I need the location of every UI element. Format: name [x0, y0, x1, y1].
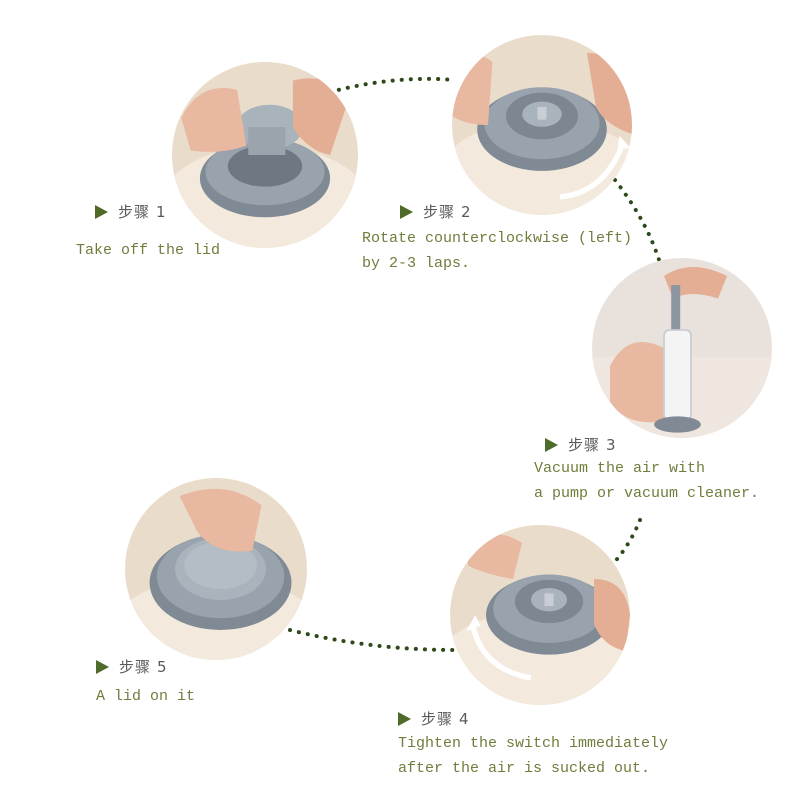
step-number: 5	[157, 657, 167, 676]
description-line: Take off the lid	[76, 242, 221, 259]
step-4-photo	[450, 525, 630, 705]
description-line: after the air is sucked out.	[398, 760, 651, 777]
step-word: 步骤	[423, 203, 456, 221]
description-line: A lid on it	[96, 688, 196, 705]
step-1-description: Take off the lid	[76, 238, 220, 263]
description-line: Tighten the switch immediately	[398, 735, 669, 752]
play-arrow-icon	[545, 437, 558, 452]
play-arrow-icon	[400, 204, 413, 219]
step-5-description: A lid on it	[96, 684, 195, 709]
step-2-description: Rotate counterclockwise (left) by 2-3 la…	[362, 226, 632, 276]
connector-3-4	[610, 518, 642, 567]
step-1-label: 步骤 1	[95, 201, 166, 222]
description-line: by 2-3 laps.	[362, 255, 471, 272]
step-4-description: Tighten the switch immediately after the…	[398, 731, 668, 781]
play-arrow-icon	[96, 659, 109, 674]
description-line: Vacuum the air with	[534, 460, 706, 477]
step-4-label: 步骤 4	[398, 708, 469, 729]
step-number: 2	[461, 202, 471, 221]
step-number: 1	[156, 202, 166, 221]
step-3-label: 步骤 3	[545, 434, 616, 455]
step-3-photo	[592, 258, 772, 438]
step-number: 4	[459, 709, 469, 728]
step-word: 步骤	[119, 658, 152, 676]
step-1-photo	[172, 62, 358, 248]
step-2-label: 步骤 2	[400, 201, 471, 222]
step-word: 步骤	[118, 203, 151, 221]
step-word: 步骤	[568, 436, 601, 454]
step-3-description: Vacuum the air with a pump or vacuum cle…	[534, 456, 759, 506]
step-5-photo	[125, 478, 307, 660]
step-number: 3	[606, 435, 616, 454]
connector-4-5	[288, 628, 457, 652]
connector-1-2	[328, 76, 457, 94]
step-5-label: 步骤 5	[96, 656, 167, 677]
description-line: Rotate counterclockwise (left)	[362, 230, 633, 247]
play-arrow-icon	[95, 204, 108, 219]
step-2-photo	[452, 35, 632, 215]
play-arrow-icon	[398, 711, 411, 726]
step-word: 步骤	[421, 710, 454, 728]
description-line: a pump or vacuum cleaner.	[534, 485, 760, 502]
